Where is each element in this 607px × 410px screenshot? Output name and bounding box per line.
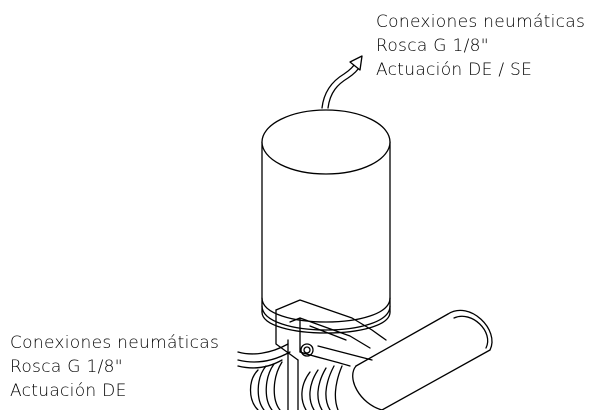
bottom-connection-callout: Conexiones neumáticas Rosca G 1/8" Actua… (10, 331, 219, 403)
actuator-cylinder (261, 109, 391, 334)
top-callout-line-3: Actuación DE / SE (376, 60, 533, 80)
top-connection-callout: Conexiones neumáticas Rosca G 1/8" Actua… (376, 10, 585, 82)
top-callout-line-1: Conexiones neumáticas (376, 12, 586, 32)
bottom-callout-line-3: Actuación DE (10, 381, 127, 401)
bottom-callout-line-1: Conexiones neumáticas (10, 333, 220, 353)
bottom-air-tube (237, 343, 291, 369)
valve-body (249, 361, 343, 410)
side-pipe (352, 309, 493, 410)
bottom-callout-line-2: Rosca G 1/8" (10, 357, 123, 377)
top-air-tube (321, 55, 363, 109)
top-callout-line-2: Rosca G 1/8" (376, 36, 489, 56)
mounting-bracket (275, 299, 387, 410)
